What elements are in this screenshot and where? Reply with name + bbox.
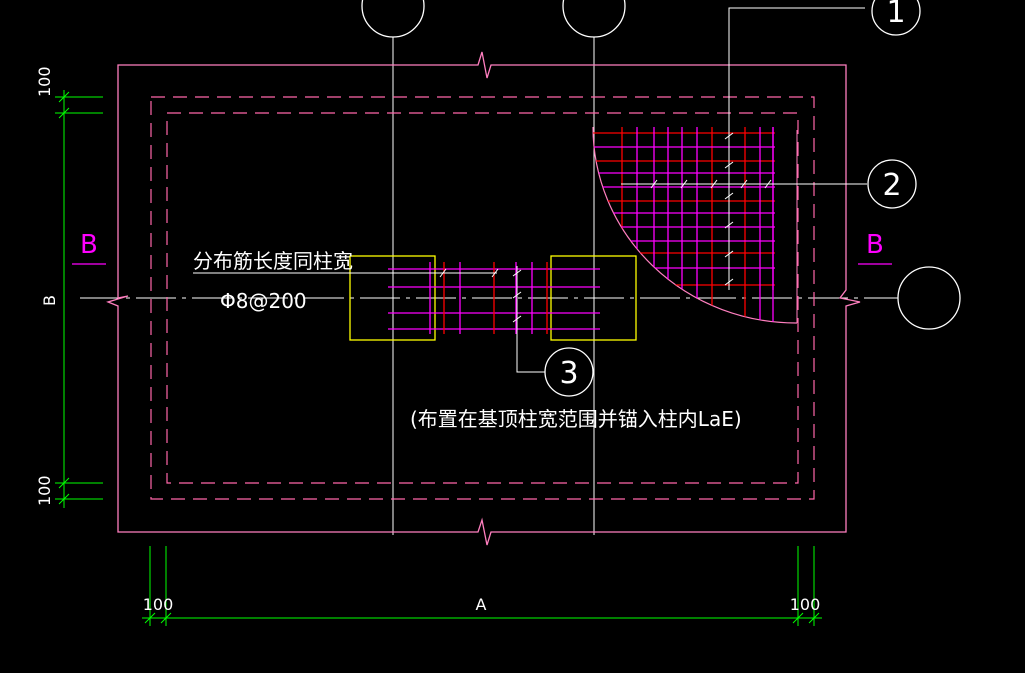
callout-label-2: 2 (882, 168, 901, 203)
axis-bubble-top-left (361, 0, 425, 38)
leader-2-ticks (650, 179, 772, 189)
leader-line-3 (516, 266, 545, 373)
callout-circle-2 (867, 159, 917, 209)
dimension-vertical (55, 90, 103, 508)
dimension-horizontal-label: A (476, 595, 487, 614)
column-right (550, 255, 637, 341)
note-leader-ticks (439, 268, 499, 278)
rebar-spec-note: Φ8@200 (220, 289, 307, 313)
dimension-bottom-offset: 100 (35, 475, 54, 506)
rebar-mesh (593, 127, 775, 324)
leader-3-ticks (512, 269, 522, 323)
distribution-bar-note: 分布筋长度同柱宽 (193, 249, 353, 273)
callout-circle-3 (544, 347, 594, 397)
dimension-horizontal (142, 546, 822, 626)
dimension-left-offset: 100 (143, 595, 174, 614)
rebar-section-arc (592, 126, 798, 324)
dimension-top-offset: 100 (35, 66, 54, 97)
axis-bubble-top-right (562, 0, 626, 38)
callout-label-1: 1 (886, 0, 905, 30)
placement-note: (布置在基顶柱宽范围并锚入柱内LaE) (410, 407, 742, 431)
dashed-line-inner (166, 112, 799, 484)
dashed-line-outer (150, 96, 815, 500)
leader-1-ticks (724, 132, 734, 286)
foundation-outline (106, 51, 861, 546)
callout-label-3: 3 (559, 356, 578, 391)
section-mark-left: B (80, 230, 98, 260)
column-left (349, 255, 436, 341)
axis-bubble-right (897, 266, 961, 330)
section-mark-right: B (866, 230, 884, 260)
callout-circle-1 (871, 0, 921, 36)
dimension-vertical-label: B (40, 295, 59, 306)
dimension-right-offset: 100 (790, 595, 821, 614)
